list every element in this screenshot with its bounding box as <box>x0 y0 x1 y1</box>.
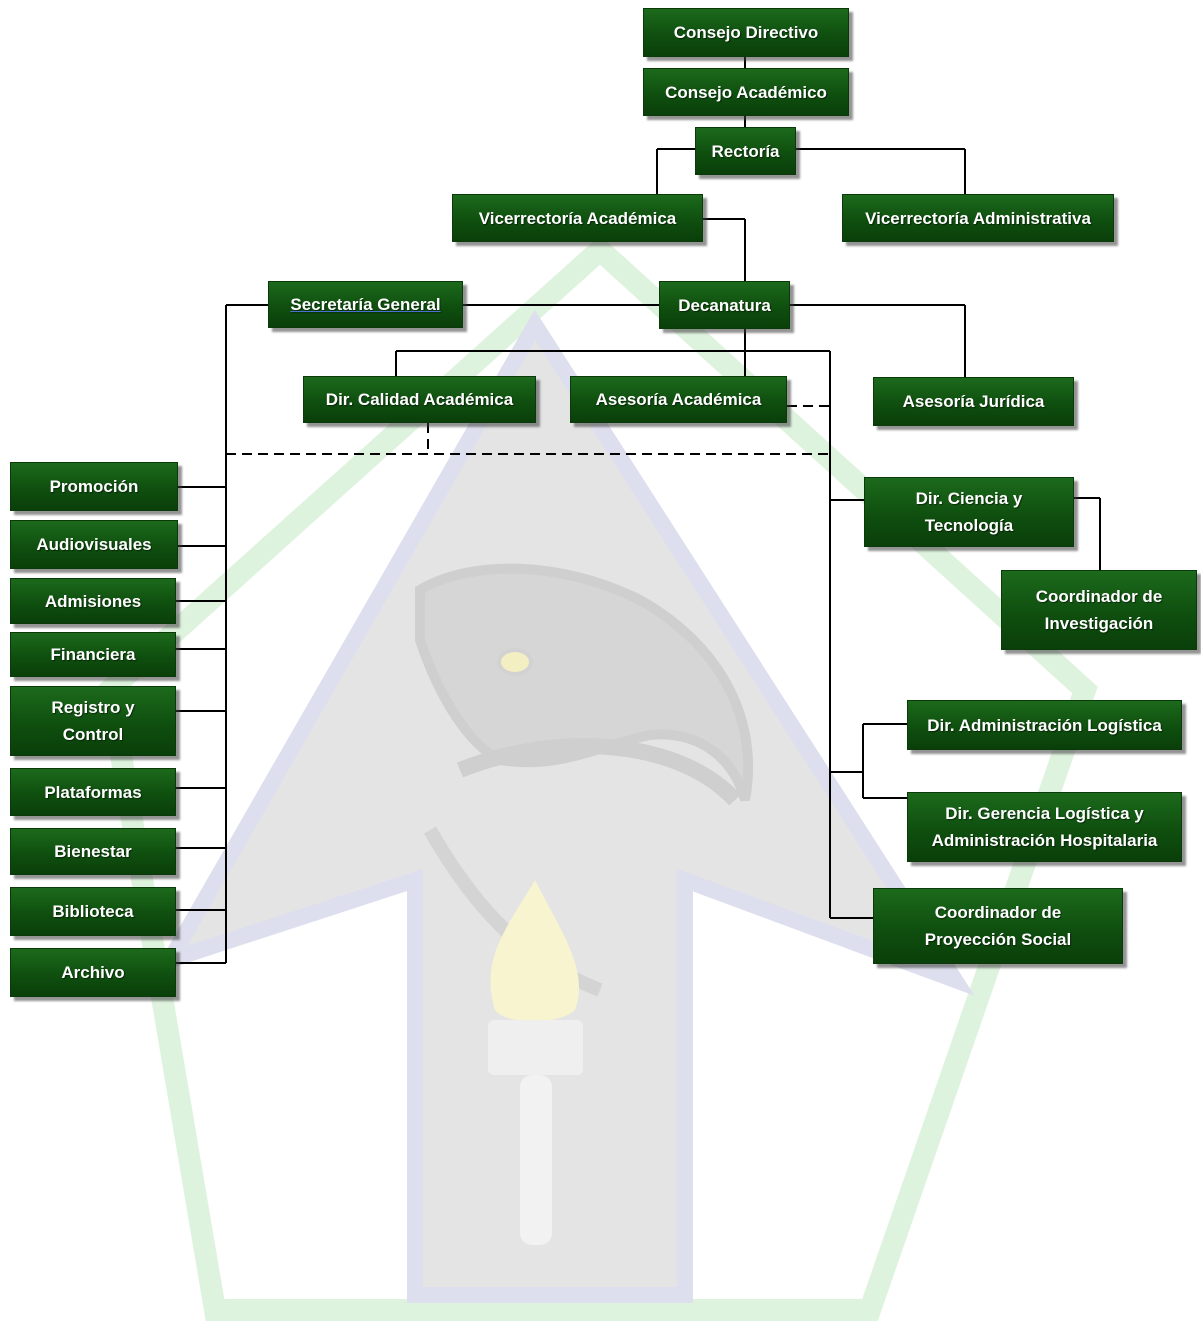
node-label: Dir. Ciencia y Tecnología <box>915 489 1023 535</box>
node-label: Dir. Calidad Académica <box>325 390 514 409</box>
node-label: Registro y Control <box>51 698 135 744</box>
emblem-torch-handle <box>520 1075 552 1245</box>
node-dir-gerencia-logistica[interactable]: Dir. Gerencia Logística y Administración… <box>907 792 1182 862</box>
node-coordinador-proyeccion-social[interactable]: Coordinador de Proyección Social <box>873 888 1123 964</box>
node-label: Financiera <box>50 645 136 664</box>
node-decanatura[interactable]: Decanatura <box>659 281 790 329</box>
node-label: Coordinador de Proyección Social <box>924 903 1072 949</box>
node-label: Admisiones <box>44 591 142 611</box>
node-label: Rectoría <box>711 141 780 161</box>
node-dir-calidad-academica[interactable]: Dir. Calidad Académica <box>303 376 536 423</box>
node-asesoria-juridica[interactable]: Asesoría Jurídica <box>873 377 1074 426</box>
node-label: Decanatura <box>678 295 771 315</box>
node-dir-administracion-logistica[interactable]: Dir. Administración Logística <box>907 700 1182 750</box>
node-label: Plataformas <box>44 782 142 802</box>
node-dir-ciencia-tecnologia[interactable]: Dir. Ciencia y Tecnología <box>864 477 1074 547</box>
node-label: Asesoría Académica <box>595 390 762 409</box>
node-coordinador-investigacion[interactable]: Coordinador de Investigación <box>1001 570 1197 650</box>
node-biblioteca[interactable]: Biblioteca <box>10 887 176 936</box>
node-label: Archivo <box>61 963 125 982</box>
node-label: Consejo Académico <box>665 82 827 102</box>
node-label: Consejo Directivo <box>673 23 819 42</box>
node-label: Secretaría General <box>290 295 441 314</box>
node-rectoria[interactable]: Rectoría <box>695 127 796 175</box>
node-promocion[interactable]: Promoción <box>10 462 178 511</box>
node-asesoria-academica[interactable]: Asesoría Académica <box>570 376 787 423</box>
node-plataformas[interactable]: Plataformas <box>10 768 176 816</box>
node-label: Dir. Administración Logística <box>927 715 1162 735</box>
node-audiovisuales[interactable]: Audiovisuales <box>10 520 178 569</box>
node-archivo[interactable]: Archivo <box>10 948 176 997</box>
node-label: Asesoría Jurídica <box>902 392 1045 411</box>
node-label: Coordinador de Investigación <box>1035 587 1163 633</box>
node-secretaria-general[interactable]: Secretaría General <box>268 281 463 328</box>
node-label: Promoción <box>49 477 139 496</box>
emblem-eagle-eye <box>497 648 533 676</box>
emblem-torch-cup <box>488 1020 583 1075</box>
node-label: Biblioteca <box>52 902 134 921</box>
node-label: Bienestar <box>54 842 132 861</box>
emblem-torch-flame <box>490 880 580 1022</box>
node-label: Vicerrectoría Académica <box>478 208 677 228</box>
node-vicerrectoria-administrativa[interactable]: Vicerrectoría Administrativa <box>842 194 1114 242</box>
node-vicerrectoria-academica[interactable]: Vicerrectoría Académica <box>452 194 703 242</box>
node-label: Vicerrectoría Administrativa <box>865 208 1091 228</box>
node-bienestar[interactable]: Bienestar <box>10 828 176 875</box>
node-consejo-academico[interactable]: Consejo Académico <box>643 68 849 116</box>
node-label: Audiovisuales <box>36 535 152 554</box>
node-admisiones[interactable]: Admisiones <box>10 578 176 624</box>
node-financiera[interactable]: Financiera <box>10 632 176 677</box>
node-label: Dir. Gerencia Logística y Administración… <box>931 804 1158 850</box>
node-consejo-directivo[interactable]: Consejo Directivo <box>643 8 849 57</box>
emblem-eagle-beak <box>457 738 741 806</box>
node-registro-control[interactable]: Registro y Control <box>10 686 176 756</box>
